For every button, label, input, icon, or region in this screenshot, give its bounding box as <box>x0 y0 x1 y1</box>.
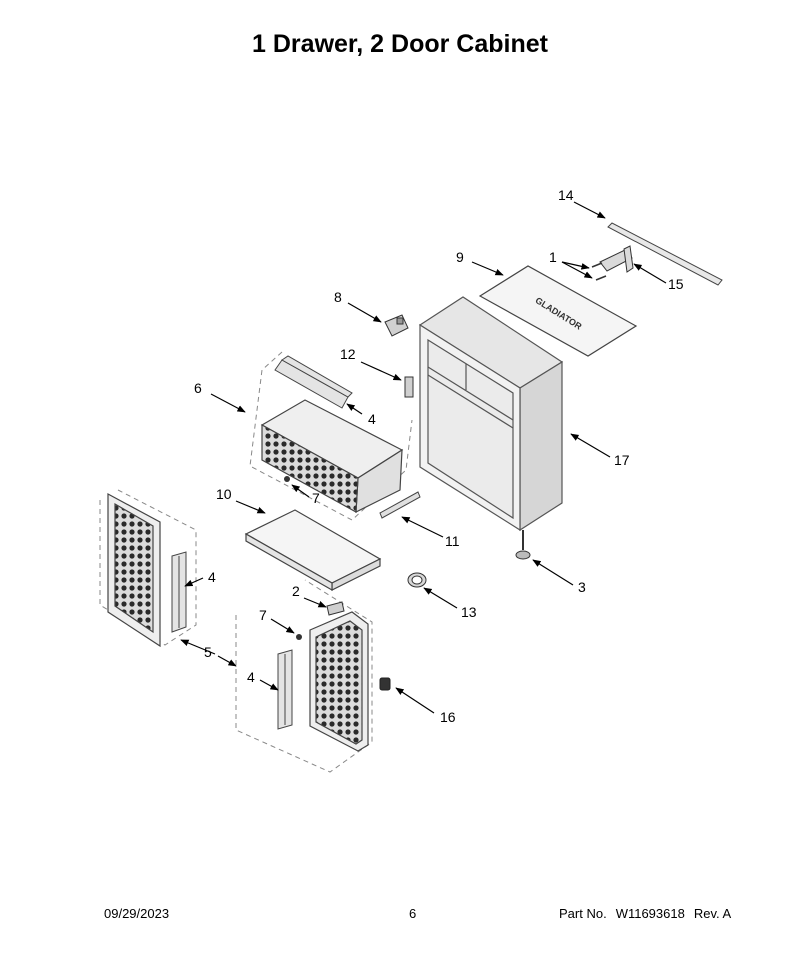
callout-labels: 14 1 9 15 8 12 6 4 17 7 10 11 4 3 2 7 13… <box>194 187 684 725</box>
callout-11: 11 <box>445 533 460 549</box>
screws <box>591 262 607 281</box>
callout-14: 14 <box>558 187 574 203</box>
callout-3: 3 <box>578 579 586 595</box>
left-door-handle <box>171 551 187 633</box>
drawer-outline <box>249 351 413 521</box>
support-rod <box>607 222 723 286</box>
part-number: W11693618 <box>615 906 685 921</box>
catch-bracket <box>404 376 414 398</box>
door-bumper <box>379 677 391 691</box>
revision: Rev. A <box>693 906 732 921</box>
right-door-handle <box>277 649 293 730</box>
door-hinge-small <box>326 601 345 616</box>
page-title: 1 Drawer, 2 Door Cabinet <box>252 30 548 58</box>
callout-17: 17 <box>614 452 630 468</box>
footer-part-info: Part No. W11693618 Rev. A <box>559 906 740 921</box>
leveling-foot <box>515 530 531 560</box>
leader-lines <box>180 201 667 714</box>
callout-7-drawer: 7 <box>312 490 320 506</box>
drawer-box <box>260 399 404 514</box>
right-door <box>309 611 369 752</box>
top-panel: GLADIATOR <box>478 265 638 357</box>
door-screw <box>296 634 302 640</box>
right-door-outline <box>235 579 373 773</box>
footer-date: 09/29/2023 <box>104 906 170 921</box>
callout-1: 1 <box>549 249 557 265</box>
callout-4-right-door: 4 <box>247 669 255 685</box>
hanger-bracket <box>599 245 634 273</box>
callout-13: 13 <box>461 604 477 620</box>
callout-16: 16 <box>440 709 456 725</box>
hinge <box>384 314 409 337</box>
callout-2: 2 <box>292 583 300 599</box>
drawer-screw <box>284 476 290 482</box>
cabinet-body <box>418 296 564 532</box>
callout-10: 10 <box>216 486 232 502</box>
part-label: Part No. <box>559 906 607 921</box>
callout-15: 15 <box>668 276 684 292</box>
footer-page-number: 6 <box>409 906 417 921</box>
callout-4-left-door: 4 <box>208 569 216 585</box>
left-door-outline <box>99 489 197 646</box>
drawer-handle <box>274 355 353 409</box>
callout-12: 12 <box>340 346 356 362</box>
callout-4-drawer: 4 <box>368 411 376 427</box>
grommet <box>407 572 427 588</box>
callout-7-door: 7 <box>259 607 267 623</box>
callout-5: 5 <box>204 644 212 660</box>
drawer-slide <box>379 491 421 519</box>
shelf <box>244 509 382 592</box>
callout-6: 6 <box>194 380 202 396</box>
callout-9: 9 <box>456 249 464 265</box>
callout-8: 8 <box>334 289 342 305</box>
left-door <box>107 492 161 648</box>
